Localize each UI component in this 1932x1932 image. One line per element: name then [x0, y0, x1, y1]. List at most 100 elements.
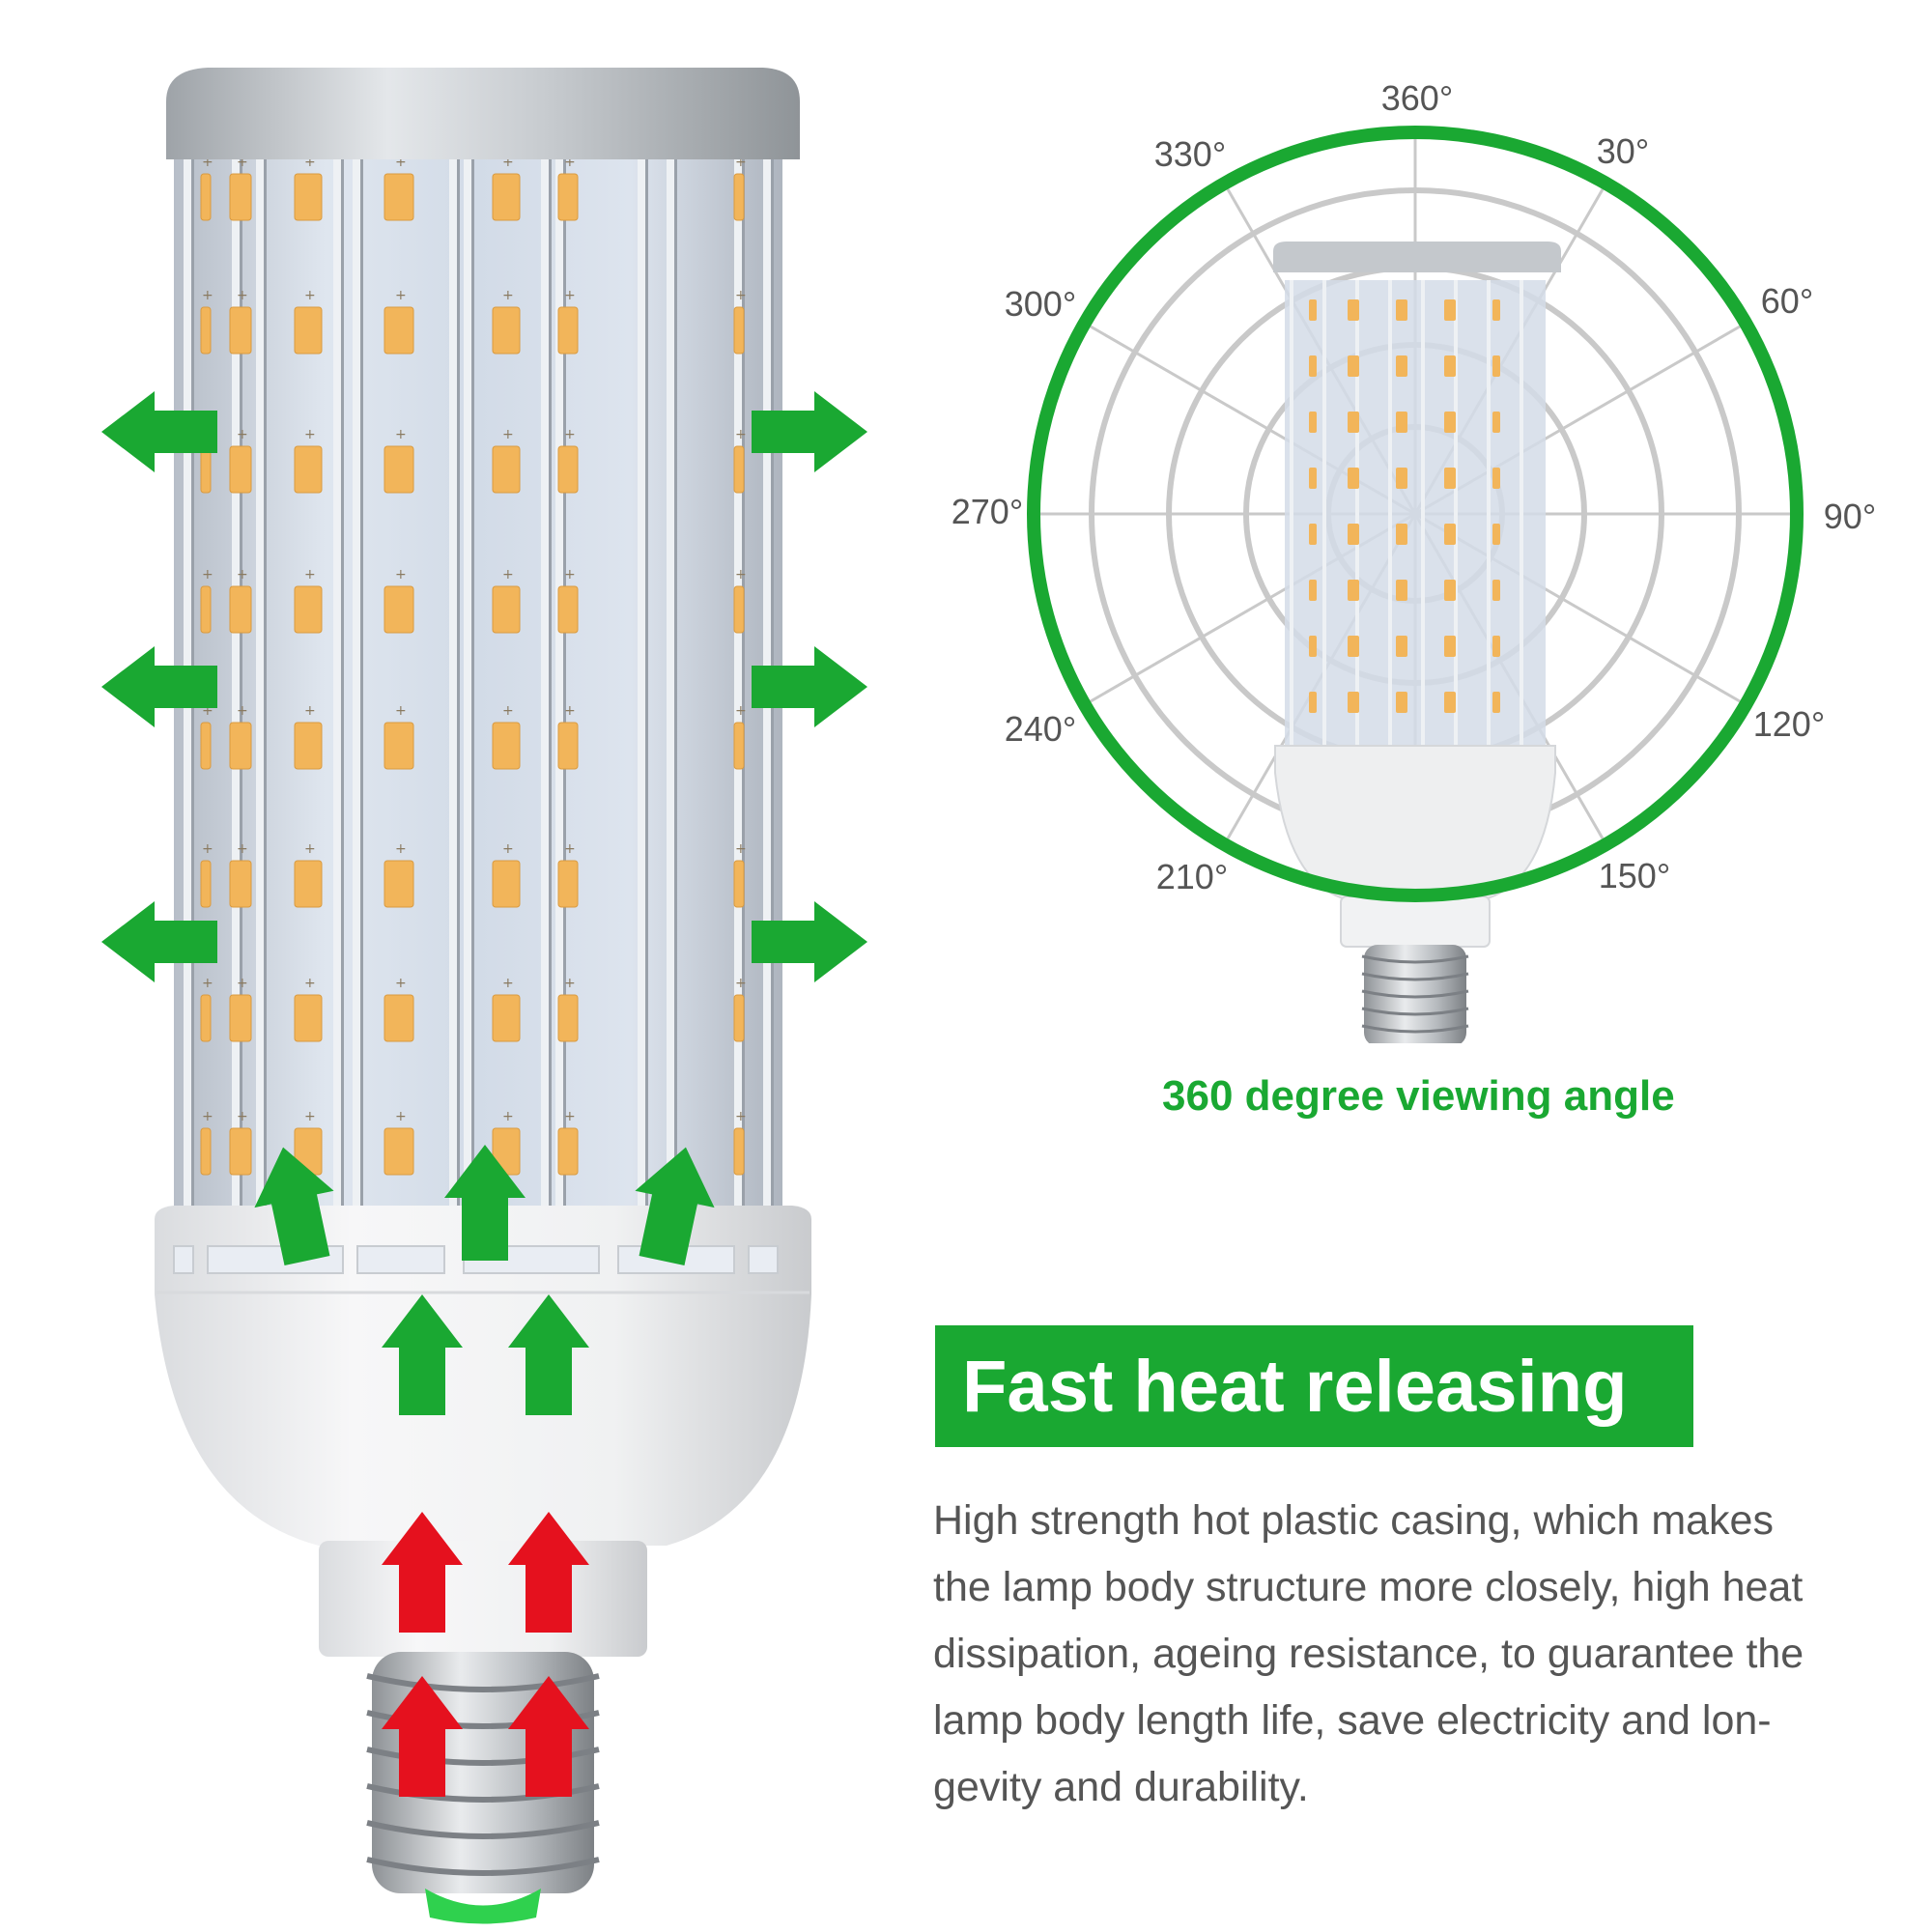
led-chip: [492, 994, 521, 1042]
vent-slot: [748, 1245, 779, 1274]
mini-fin: [1520, 280, 1523, 752]
green-arrow-icon: [101, 901, 217, 982]
vent-slot: [173, 1245, 194, 1274]
mini-fin: [1388, 280, 1392, 752]
led-chip: [492, 585, 521, 634]
fin-shadow: [240, 126, 242, 1265]
mini-led-chip: [1396, 412, 1407, 433]
led-chip: [229, 306, 252, 355]
angle-label: 30°: [1596, 131, 1650, 171]
mini-screw-thread: [1361, 1024, 1469, 1034]
led-chip: [492, 306, 521, 355]
mini-led-chip: [1396, 692, 1407, 713]
polarity-mark: +: [237, 841, 248, 857]
led-chip: [557, 445, 579, 494]
green-arrow-icon: [101, 646, 217, 727]
led-chip: [294, 445, 323, 494]
red-up-arrow-icon: [382, 1512, 463, 1633]
fin-shadow: [549, 126, 552, 1265]
polar-graphic: [1027, 126, 1804, 1043]
mini-screw-thread: [1361, 989, 1469, 999]
mini-aluminum-cap: [1273, 242, 1561, 272]
polarity-mark: +: [564, 567, 576, 582]
polarity-mark: +: [237, 1109, 248, 1124]
mini-led-chip: [1348, 355, 1359, 377]
led-chip: [200, 860, 212, 908]
red-up-arrow-icon: [382, 1676, 463, 1797]
angle-label: 300°: [1004, 284, 1077, 324]
mini-led-chip: [1444, 524, 1456, 545]
led-chip: [733, 173, 745, 221]
polarity-mark: +: [735, 288, 747, 303]
green-arrow-icon: [752, 646, 867, 727]
fin-strip: [555, 126, 563, 1265]
green-up-arrow-icon: [635, 1147, 715, 1265]
viewing-angle-ring: [1027, 126, 1804, 902]
polarity-mark: +: [304, 155, 316, 170]
bulb-led-body: [174, 126, 782, 1265]
mini-led-chip: [1348, 299, 1359, 321]
description-line: gevity and durability.: [933, 1764, 1309, 1810]
led-chip: [229, 445, 252, 494]
screw-contact: [425, 1889, 541, 1924]
mini-led-chip: [1348, 412, 1359, 433]
angle-label: 240°: [1004, 709, 1077, 749]
description-line: High strength hot plastic casing, which …: [933, 1497, 1774, 1544]
led-chip-grid: ++++++++++++++++++++++++++++++++++++++++…: [200, 155, 747, 1176]
led-chip: [384, 306, 414, 355]
polarity-mark: +: [304, 1109, 316, 1124]
mini-led-chip: [1309, 524, 1317, 545]
led-chip: [733, 994, 745, 1042]
feature-title-banner: Fast heat releasing: [935, 1325, 1693, 1447]
mini-screw-thread: [1361, 954, 1469, 964]
led-chip: [557, 994, 579, 1042]
polarity-mark: +: [564, 1109, 576, 1124]
polarity-mark: +: [304, 288, 316, 303]
screw-thread: [366, 1857, 600, 1876]
polarity-mark: +: [395, 288, 407, 303]
polarity-mark: +: [564, 288, 576, 303]
fin-strip: [464, 126, 471, 1265]
polarity-mark: +: [735, 841, 747, 857]
angle-label: 210°: [1155, 857, 1229, 896]
polarity-mark: +: [202, 841, 213, 857]
polarity-mark: +: [735, 567, 747, 582]
mini-led-chip: [1348, 692, 1359, 713]
mini-led-chip: [1396, 468, 1407, 489]
led-chip: [200, 585, 212, 634]
led-chip: [384, 860, 414, 908]
polarity-mark: +: [502, 427, 514, 442]
angle-label: 330°: [1153, 134, 1227, 174]
green-up-arrow-icon: [382, 1294, 463, 1415]
angle-label: 270°: [951, 492, 1024, 531]
description-line: the lamp body structure more closely, hi…: [933, 1564, 1804, 1610]
led-chip: [733, 860, 745, 908]
led-chip: [229, 994, 252, 1042]
mini-led-chip: [1348, 636, 1359, 657]
angle-label: 90°: [1823, 497, 1877, 536]
polarity-mark: +: [564, 155, 576, 170]
mini-screw-base: [1364, 945, 1466, 1043]
polarity-mark: +: [237, 703, 248, 719]
mini-base-neck: [1340, 895, 1491, 948]
polarity-mark: +: [502, 567, 514, 582]
polarity-mark: +: [395, 841, 407, 857]
led-chip: [733, 722, 745, 770]
mini-led-chip: [1309, 355, 1317, 377]
mini-led-chip: [1492, 524, 1500, 545]
led-chip: [200, 445, 212, 494]
green-arrow-icon: [752, 391, 867, 472]
led-chip: [200, 173, 212, 221]
polarity-mark: +: [502, 1109, 514, 1124]
main-corn-bulb: ++++++++++++++++++++++++++++++++++++++++…: [101, 68, 867, 1924]
mini-corn-bulb: [1273, 242, 1561, 1043]
fin-shadow: [563, 126, 566, 1265]
led-chip: [384, 585, 414, 634]
mini-led-chip: [1309, 412, 1317, 433]
led-chip: [200, 994, 212, 1042]
polarity-mark: +: [564, 841, 576, 857]
fin-strip: [734, 126, 742, 1265]
led-chip: [294, 722, 323, 770]
polarity-mark: +: [395, 155, 407, 170]
fin-shadow: [457, 126, 460, 1265]
